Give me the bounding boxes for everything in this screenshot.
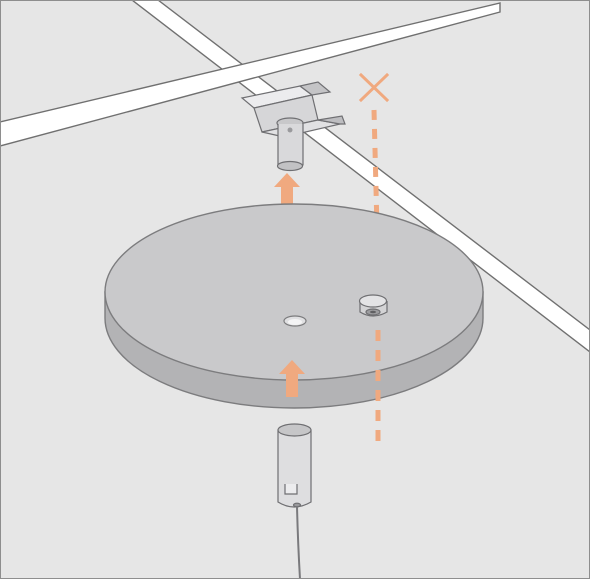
- cord-grip: [278, 424, 311, 507]
- screw-mount: [360, 295, 388, 316]
